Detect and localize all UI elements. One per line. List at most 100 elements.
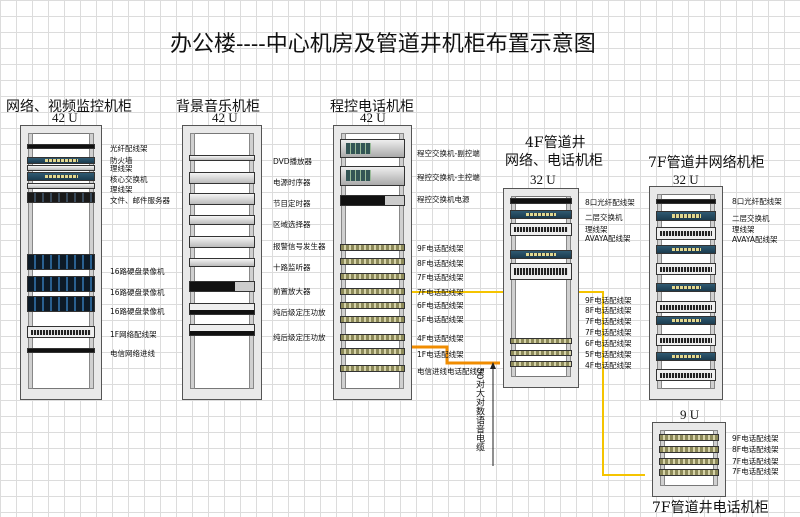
device-label: 十路监听器 — [273, 263, 311, 272]
device-label: 6F电话配线架 — [417, 301, 464, 310]
rack-device-dvr — [27, 296, 95, 312]
device-label: 5F电话配线架 — [417, 315, 464, 324]
rack-device-dvr — [27, 276, 95, 292]
device-label: 程控交换机-主控端 — [417, 173, 480, 182]
rack-device-sw — [656, 245, 716, 254]
rack-device-pre — [189, 281, 255, 292]
rack-device-phone — [659, 458, 719, 465]
rack-device-srv — [27, 192, 95, 203]
device-label: AVAYA配线架 — [585, 234, 631, 243]
rack-device-sw — [510, 250, 572, 259]
rack-post — [566, 196, 571, 377]
device-label: 程控交换机电源 — [417, 195, 470, 204]
rack-device-phone — [659, 469, 719, 476]
rack-device-gray — [189, 155, 255, 161]
rack-device-pbx — [340, 139, 405, 158]
device-label: AVAYA配线架 — [732, 235, 778, 244]
rack-device-fiber — [656, 199, 716, 204]
device-label: 节目定时器 — [273, 199, 311, 208]
rack-device-pre — [340, 195, 405, 206]
device-label: 4F电话配线架 — [585, 361, 632, 370]
rack-device-phone — [340, 288, 405, 295]
rack-units: 9 U — [680, 407, 700, 422]
rack-device-patch — [656, 227, 716, 240]
device-label: 区域选择器 — [273, 220, 311, 229]
device-label: 6F电话配线架 — [585, 339, 632, 348]
rack-device-patch — [656, 263, 716, 275]
device-label: 前置放大器 — [273, 287, 311, 296]
device-label: 8F电话配线架 — [585, 306, 632, 315]
device-label: 8F电话配线架 — [417, 259, 464, 268]
rack-device-phone — [340, 302, 405, 309]
rack-title: 7F管道井网络机柜 — [648, 155, 765, 171]
device-label: 文件、邮件服务器 — [110, 196, 170, 205]
device-label: 16路硬盘录像机 — [110, 307, 165, 316]
device-label: 8F电话配线架 — [732, 445, 779, 454]
device-label: 9F电话配线架 — [732, 434, 779, 443]
cable-label: 50对大对数语音电缆 — [474, 368, 484, 452]
rack-device-phone — [510, 350, 572, 356]
rack-device-phone — [510, 361, 572, 367]
device-label: 1F网络配线架 — [110, 330, 157, 339]
rack-device-patch — [27, 326, 95, 338]
rack-device-gray — [27, 165, 95, 171]
rack-device-sw — [656, 283, 716, 292]
rack-title: 网络、电话机柜 — [505, 153, 603, 169]
device-label: 二层交换机 — [585, 213, 623, 222]
rack-device-gray — [189, 193, 255, 205]
rack-units: 42 U — [52, 110, 78, 125]
rack-device-sw — [656, 211, 716, 221]
rack-device-sw — [656, 316, 716, 325]
device-label: 4F电话配线架 — [417, 334, 464, 343]
device-label: 电信进线电话配线架 — [417, 367, 485, 376]
rack-device-phone — [340, 273, 405, 280]
rack-device-amp — [189, 324, 255, 336]
device-label: 光纤配线架 — [110, 144, 148, 153]
rack-device-phone — [659, 446, 719, 453]
device-label: 程空交换机-副控端 — [417, 149, 480, 158]
rack-title: 网络、视频监控机柜 — [6, 99, 132, 115]
device-label: 7F电话配线架 — [585, 317, 632, 326]
device-label: 电源时序器 — [273, 178, 311, 187]
device-label: 7F电话配线架 — [417, 288, 464, 297]
rack-title: 背景音乐机柜 — [176, 99, 260, 115]
rack-device-phone — [340, 365, 405, 372]
device-label: 7F电话配线架 — [585, 328, 632, 337]
rack-device-pbx — [340, 166, 405, 186]
device-label: 7F电话配线架 — [732, 457, 779, 466]
arrow-head-icon — [490, 362, 496, 369]
device-label: 8口光纤配线架 — [732, 197, 782, 206]
rack-device-gray — [189, 215, 255, 225]
rack-device-dvr — [27, 254, 95, 270]
rack-device-sw — [510, 210, 572, 219]
rack-units: 32 U — [673, 172, 699, 187]
rack-device-phone — [340, 334, 405, 341]
rack-device-phone — [340, 244, 405, 251]
device-label: 9F电话配线架 — [417, 244, 464, 253]
rack-device-sw — [656, 352, 716, 361]
rack-device-patch — [656, 334, 716, 346]
rack-device-phone — [510, 338, 572, 344]
rack-device-patch — [656, 301, 716, 313]
device-label: 9F电话配线架 — [585, 296, 632, 305]
device-label: 理线架 — [110, 164, 133, 173]
rack-title: 4F管道井 — [525, 135, 586, 151]
rack-units: 42 U — [212, 110, 238, 125]
rack-device-fiber — [27, 144, 95, 149]
rack-device-gray — [189, 172, 255, 184]
rack-device-phone — [340, 316, 405, 323]
rack-units: 42 U — [360, 110, 386, 125]
device-label: 1F电话配线架 — [417, 350, 464, 359]
rack-title: 7F管道井电话机柜 — [652, 500, 769, 516]
device-label: 8口光纤配线架 — [585, 198, 635, 207]
rack-device-patch — [510, 263, 572, 280]
rack-device-fiber — [510, 198, 572, 204]
rack-title: 程控电话机柜 — [330, 99, 414, 115]
rack-device-patch — [510, 223, 572, 236]
device-label: 7F电话配线架 — [417, 273, 464, 282]
device-label: 电信网络进线 — [110, 349, 155, 358]
device-label: 5F电话配线架 — [585, 350, 632, 359]
rack-device-gray — [189, 258, 255, 267]
device-label: 7F电话配线架 — [732, 467, 779, 476]
rack-device-patch — [656, 369, 716, 381]
